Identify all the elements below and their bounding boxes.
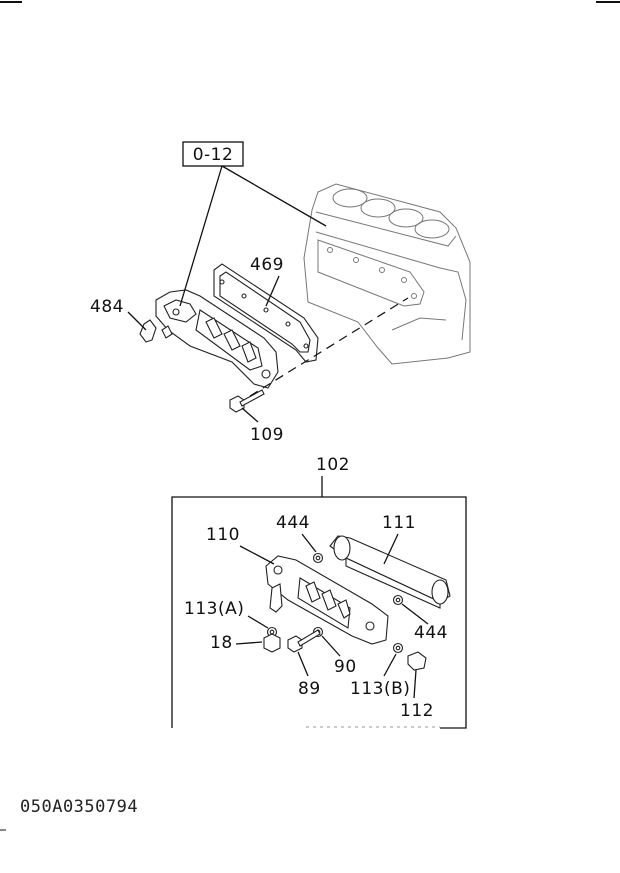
oil-cooler-gasket — [213, 263, 319, 363]
plug-18 — [263, 633, 281, 653]
cooler-element — [329, 535, 451, 609]
plug-112 — [407, 651, 427, 671]
callout-102: 102 — [316, 455, 350, 475]
callout-484: 484 — [90, 297, 124, 317]
callout-90: 90 — [334, 657, 357, 677]
crop-marks — [0, 1, 620, 831]
callout-444-right: 444 — [414, 623, 448, 643]
callout-110: 110 — [206, 525, 240, 545]
callout-469: 469 — [250, 255, 284, 275]
figure-code: 050A0350794 — [20, 797, 138, 817]
callout-113b: 113(B) — [350, 679, 410, 699]
oil-cooler-housing — [265, 555, 389, 645]
alignment-line-bolt — [249, 297, 409, 397]
callout-18: 18 — [210, 633, 233, 653]
group-reference: 0-12 — [179, 141, 327, 307]
group-ref-label: 0-12 — [193, 145, 234, 165]
exploded-view-frame — [171, 496, 467, 729]
callout-109: 109 — [250, 425, 284, 445]
callout-89: 89 — [298, 679, 321, 699]
callout-111: 111 — [382, 513, 416, 533]
callout-113a: 113(A) — [184, 599, 244, 619]
oil-cooler-housing-upper — [155, 289, 279, 389]
bolt-upper — [229, 389, 265, 413]
engine-block — [303, 183, 471, 365]
callout-444-top: 444 — [276, 513, 310, 533]
retaining-clip — [139, 319, 157, 343]
bolt-89 — [287, 629, 321, 653]
callout-112: 112 — [400, 701, 434, 721]
